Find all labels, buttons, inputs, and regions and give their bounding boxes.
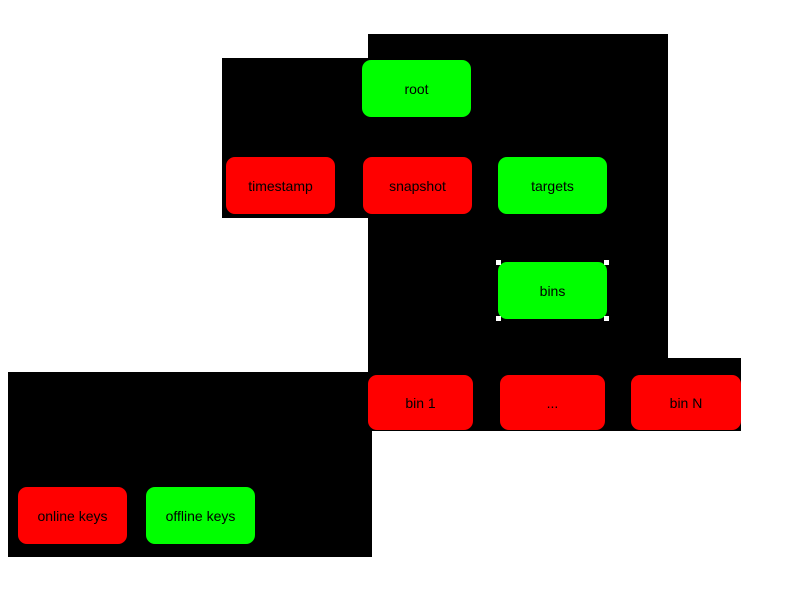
node-label-offline-keys: offline keys	[165, 507, 236, 524]
node-label-snapshot: snapshot	[389, 177, 446, 194]
node-label-bins: bins	[539, 282, 566, 299]
selection-handle-top-right[interactable]	[604, 260, 609, 265]
node-targets[interactable]: targets	[498, 157, 607, 214]
node-label-root: root	[404, 80, 429, 97]
node-label-online-keys: online keys	[37, 507, 108, 524]
selection-handle-bottom-left[interactable]	[496, 316, 501, 321]
selection-handle-top-left[interactable]	[496, 260, 501, 265]
node-bin-1[interactable]: bin 1	[368, 375, 473, 430]
node-root[interactable]: root	[362, 60, 471, 117]
node-label-bin-ellipsis: ...	[546, 394, 559, 411]
node-label-bin-1: bin 1	[405, 394, 436, 411]
node-label-timestamp: timestamp	[248, 177, 313, 194]
node-label-targets: targets	[531, 177, 574, 194]
node-label-bin-n: bin N	[669, 394, 703, 411]
node-bin-n[interactable]: bin N	[631, 375, 741, 430]
selection-handle-bottom-right[interactable]	[604, 316, 609, 321]
node-online-keys[interactable]: online keys	[18, 487, 127, 544]
node-timestamp[interactable]: timestamp	[226, 157, 335, 214]
node-bins[interactable]: bins	[496, 260, 609, 321]
node-snapshot[interactable]: snapshot	[363, 157, 472, 214]
node-offline-keys[interactable]: offline keys	[146, 487, 255, 544]
node-bin-ellipsis[interactable]: ...	[500, 375, 605, 430]
